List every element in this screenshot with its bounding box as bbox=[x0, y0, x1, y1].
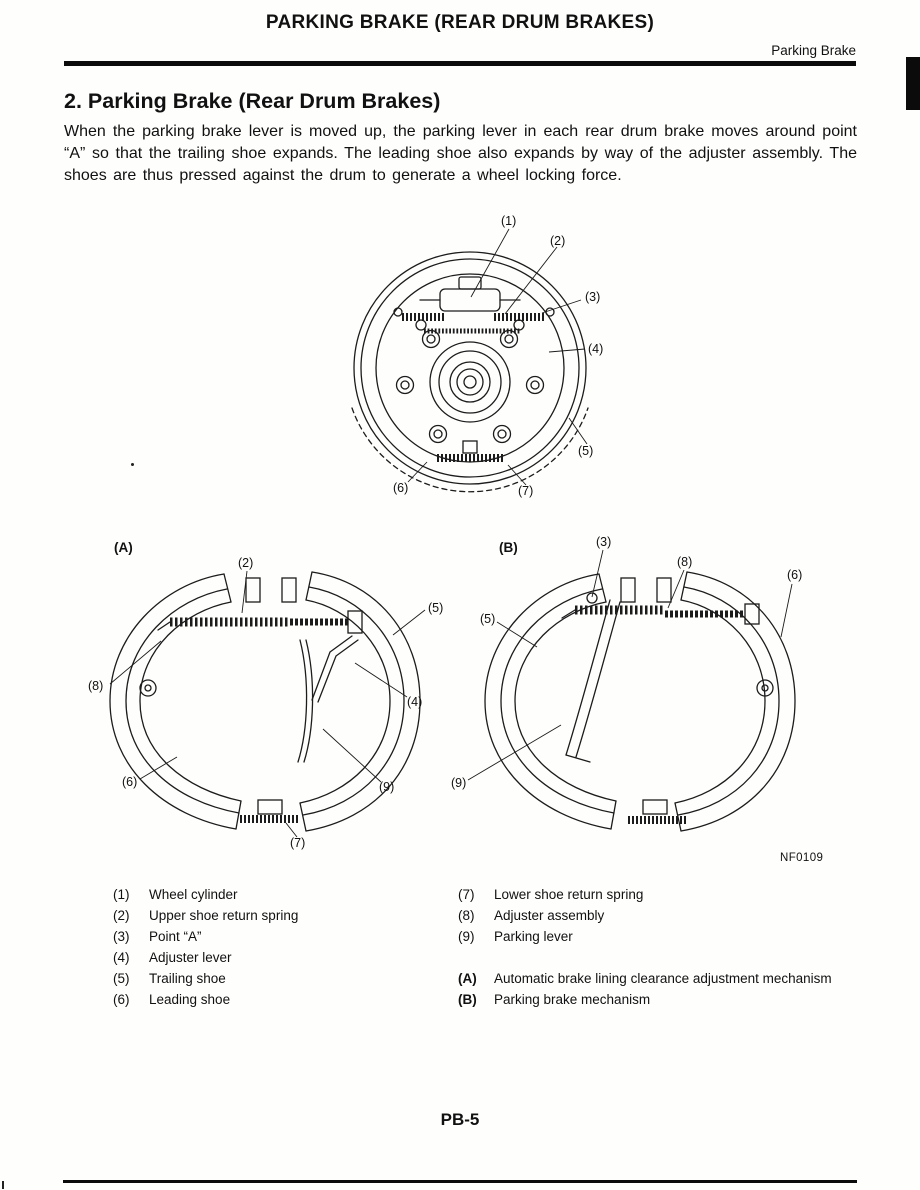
page-title: PARKING BRAKE (REAR DRUM BRAKES) bbox=[265, 12, 655, 33]
fig1-callout-2: (2) bbox=[550, 234, 565, 248]
legend-item: (8) Adjuster assembly bbox=[458, 905, 832, 926]
legend-item-number: (3) bbox=[113, 929, 130, 944]
fig2b-callout-9: (9) bbox=[451, 776, 466, 790]
fig2a-callout-9: (9) bbox=[379, 780, 394, 794]
header-rule bbox=[64, 61, 856, 66]
fig1-drum-diagram bbox=[351, 251, 589, 493]
fig2a-callout-7: (7) bbox=[290, 836, 305, 850]
fig2b-callout-5: (5) bbox=[480, 612, 495, 626]
legend-item: (6) Leading shoe bbox=[113, 989, 298, 1010]
fig2b-callout-3: (3) bbox=[596, 535, 611, 549]
bottom-rule bbox=[63, 1180, 857, 1183]
fig1-callout-4: (4) bbox=[588, 342, 603, 356]
fig2a-label: (A) bbox=[114, 540, 133, 555]
fig1-callout-6: (6) bbox=[393, 481, 408, 495]
legend-item-label: Leading shoe bbox=[149, 992, 231, 1007]
fig1-callout-7: (7) bbox=[518, 484, 533, 498]
fig2b-label: (B) bbox=[499, 540, 518, 555]
legend-item-number: (7) bbox=[458, 887, 475, 902]
scan-artifact-dot bbox=[131, 463, 134, 466]
legend-item-number: (4) bbox=[113, 950, 130, 965]
legend-item-number: (8) bbox=[458, 908, 475, 923]
fig1-callout-1: (1) bbox=[501, 214, 516, 228]
page-edge-tab bbox=[906, 57, 920, 110]
fig2a-callout-6: (6) bbox=[122, 775, 137, 789]
fig2a-callout-8: (8) bbox=[88, 679, 103, 693]
fig2b-callout-6: (6) bbox=[787, 568, 802, 582]
legend-item: (4) Adjuster lever bbox=[113, 947, 298, 968]
legend-item-number: (1) bbox=[113, 887, 130, 902]
legend-item: (2) Upper shoe return spring bbox=[113, 905, 298, 926]
legend-item-label: Automatic brake lining clearance adjustm… bbox=[494, 971, 832, 986]
fig2b-leader-lines bbox=[467, 549, 793, 781]
legend-item-number: (5) bbox=[113, 971, 130, 986]
legend-item-number: (2) bbox=[113, 908, 130, 923]
legend-item: (7) Lower shoe return spring bbox=[458, 884, 832, 905]
legend-item: (3) Point “A” bbox=[113, 926, 298, 947]
legend-mechanism-item: (B) Parking brake mechanism bbox=[458, 989, 832, 1010]
legend-spacer bbox=[458, 947, 832, 968]
legend-item: (5) Trailing shoe bbox=[113, 968, 298, 989]
fig2b-diagram bbox=[484, 571, 796, 832]
figure-reference-code: NF0109 bbox=[780, 852, 824, 864]
scan-artifact-tick bbox=[2, 1181, 4, 1189]
legend-item-label: Adjuster lever bbox=[149, 950, 232, 965]
fig2b-callout-8: (8) bbox=[677, 555, 692, 569]
legend-item-number: (9) bbox=[458, 929, 475, 944]
fig1-callout-5: (5) bbox=[578, 444, 593, 458]
legend-item-number: (6) bbox=[113, 992, 130, 1007]
fig1-callout-3: (3) bbox=[585, 290, 600, 304]
legend-item: (1) Wheel cylinder bbox=[113, 884, 298, 905]
legend-item-label: Parking lever bbox=[494, 929, 573, 944]
legend-item-number: (A) bbox=[458, 971, 477, 986]
header-subtitle: Parking Brake bbox=[771, 43, 856, 58]
legend-item-number: (B) bbox=[458, 992, 477, 1007]
legend-item-label: Point “A” bbox=[149, 929, 202, 944]
fig2a-diagram bbox=[109, 571, 421, 832]
page-number: PB-5 bbox=[440, 1110, 480, 1129]
fig2a-callout-2: (2) bbox=[238, 556, 253, 570]
legend-item-label: Wheel cylinder bbox=[149, 887, 238, 902]
legend-item-label: Upper shoe return spring bbox=[149, 908, 299, 923]
fig2a-callout-4: (4) bbox=[407, 695, 422, 709]
legend-right-column: (7) Lower shoe return spring (8) Adjuste… bbox=[458, 884, 832, 1010]
legend-item-label: Adjuster assembly bbox=[494, 908, 605, 923]
legend-item: (9) Parking lever bbox=[458, 926, 832, 947]
section-title: 2. Parking Brake (Rear Drum Brakes) bbox=[64, 89, 441, 113]
fig2a-leader-lines bbox=[109, 570, 426, 838]
legend-item-label: Parking brake mechanism bbox=[494, 992, 651, 1007]
fig1-leader-lines bbox=[407, 228, 588, 486]
legend-left-column: (1) Wheel cylinder (2) Upper shoe return… bbox=[113, 884, 298, 1010]
legend-item-label: Trailing shoe bbox=[149, 971, 226, 986]
legend-item-label: Lower shoe return spring bbox=[494, 887, 644, 902]
section-body-paragraph: When the parking brake lever is moved up… bbox=[64, 123, 857, 184]
legend-mechanism-item: (A) Automatic brake lining clearance adj… bbox=[458, 968, 832, 989]
fig2a-callout-5: (5) bbox=[428, 601, 443, 615]
